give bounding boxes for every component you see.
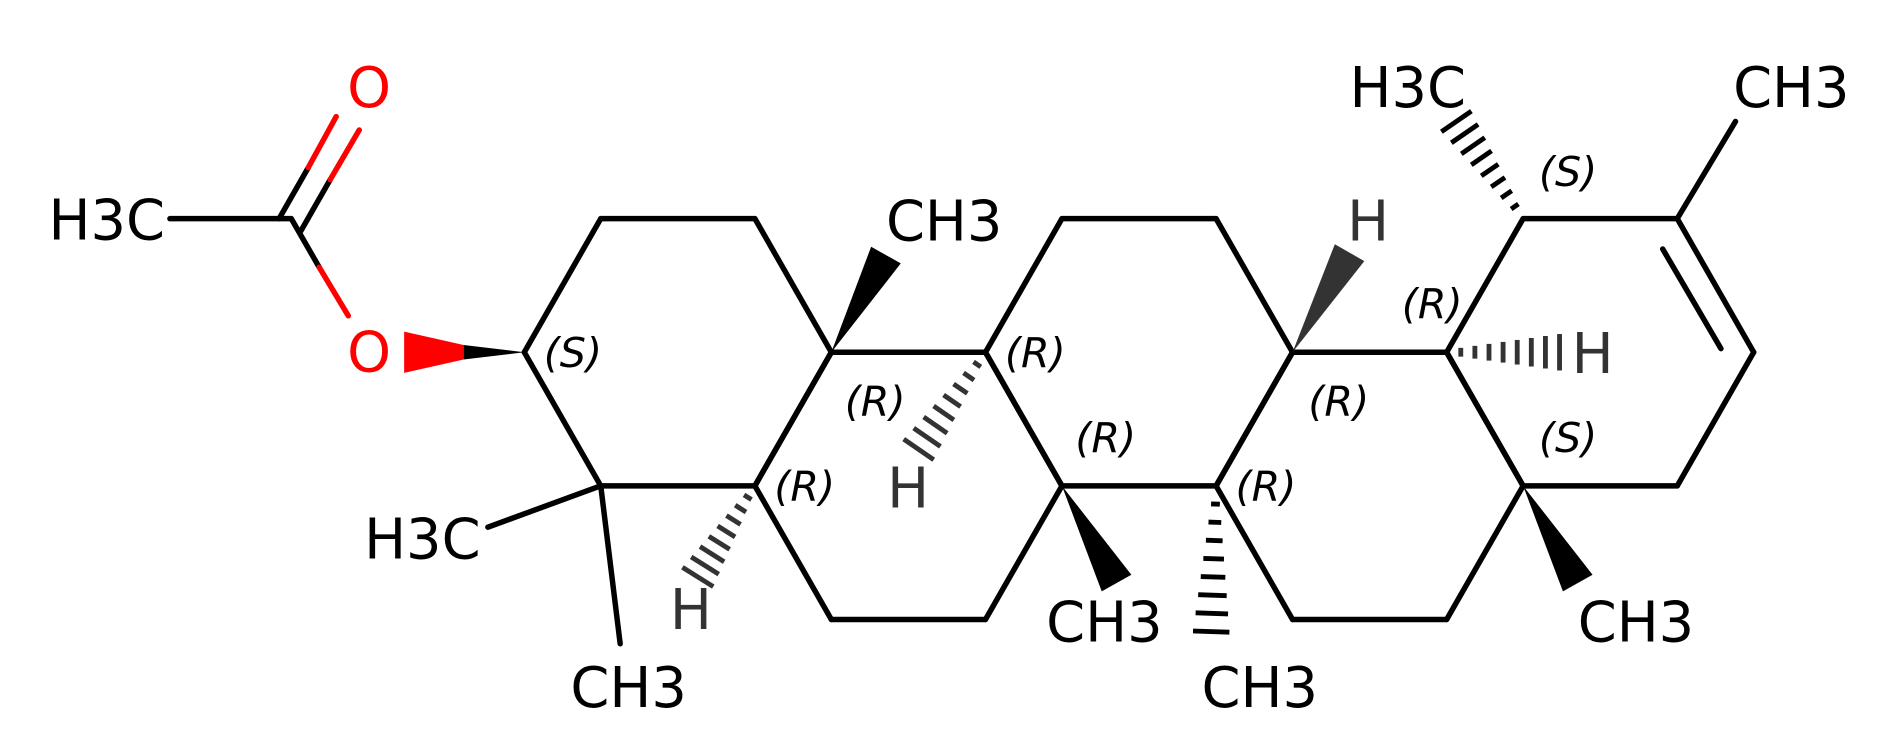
hash-bond-methyl bbox=[1479, 162, 1500, 178]
hash-bond-hydrogen bbox=[742, 492, 753, 502]
stereo-label: (S) bbox=[1539, 148, 1597, 196]
atom-label-hydrogen-c13: H bbox=[1347, 189, 1389, 254]
hash-bond-methyl bbox=[1192, 628, 1230, 635]
ring-2-bond bbox=[982, 483, 1065, 623]
hash-bond-methyl bbox=[1440, 109, 1473, 134]
methyl-bond bbox=[485, 483, 604, 530]
hash-bond-methyl bbox=[1195, 610, 1229, 617]
hash-bond-hydrogen bbox=[698, 544, 726, 564]
atom-label-methyl-c20: CH3 bbox=[1733, 56, 1849, 121]
double-bond-inner-line bbox=[1659, 246, 1724, 352]
stereo-label: (R) bbox=[1235, 462, 1296, 510]
hash-bond-methyl bbox=[1203, 555, 1225, 562]
atom-label-methyl-c8: CH3 bbox=[1046, 590, 1162, 655]
atom-label-hydrogen-c9: H bbox=[887, 457, 929, 522]
ester-bond bbox=[288, 215, 322, 270]
hash-bond-methyl bbox=[1449, 122, 1480, 145]
hash-bond-hydrogen bbox=[932, 404, 956, 422]
atom-label-acetyl-methyl: H3C bbox=[49, 188, 165, 253]
hash-bond-hydrogen bbox=[902, 437, 936, 462]
ring-2-bond bbox=[752, 349, 835, 489]
carbonyl-bond bbox=[276, 164, 311, 222]
stereo-label: (R) bbox=[845, 377, 906, 425]
ring-1-bond bbox=[521, 215, 604, 355]
ring-2-bond bbox=[752, 483, 835, 623]
hash-bond-hydrogen bbox=[952, 381, 969, 396]
atom-label-methyl-c10: CH3 bbox=[886, 189, 1002, 254]
ring-3-bond bbox=[982, 349, 1065, 489]
wedge-bond-ester bbox=[404, 331, 464, 373]
hash-bond-methyl bbox=[1499, 188, 1514, 200]
ring-3-bond bbox=[1213, 215, 1296, 355]
atom-label-ester-oxygen: O bbox=[347, 321, 391, 386]
atom-label-carbonyl-oxygen: O bbox=[347, 56, 391, 121]
ring-5-bond bbox=[1674, 215, 1757, 355]
atom-label-hydrogen-c18: H bbox=[1572, 322, 1614, 387]
stereo-label: (R) bbox=[774, 462, 835, 510]
hash-bond-hydrogen bbox=[725, 513, 742, 527]
methyl-bond bbox=[1674, 118, 1739, 222]
ring-1-bond bbox=[521, 349, 604, 489]
wedge-bond-methyl bbox=[831, 246, 901, 353]
ring-1-bond bbox=[752, 215, 835, 355]
hash-bond-methyl bbox=[1509, 201, 1520, 211]
atom-label-gem-methyl-a: H3C bbox=[364, 508, 480, 573]
wedge-bond-ester bbox=[463, 344, 525, 360]
atom-label-hydrogen-c5: H bbox=[670, 578, 712, 643]
hash-bond-hydrogen bbox=[922, 415, 949, 436]
hash-bond-hydrogen bbox=[707, 534, 731, 552]
wedge-bond-hydrogen bbox=[1292, 244, 1365, 353]
hash-bond-hydrogen bbox=[733, 503, 748, 515]
hash-bond-hydrogen bbox=[681, 565, 715, 589]
ring-5-bond bbox=[1674, 349, 1757, 489]
hash-bond-hydrogen bbox=[716, 523, 737, 539]
hash-bond-methyl bbox=[1489, 175, 1507, 189]
ring-4-bond bbox=[1443, 483, 1526, 623]
hash-bond-methyl bbox=[1200, 574, 1226, 580]
hash-bond-hydrogen bbox=[942, 392, 962, 409]
stereo-label: (R) bbox=[1308, 377, 1369, 425]
ring-3-bond bbox=[982, 215, 1065, 355]
methyl-bond bbox=[598, 483, 623, 647]
carbonyl-bond bbox=[327, 127, 362, 183]
atom-label-gem-methyl-b: CH3 bbox=[570, 656, 686, 721]
ring-4-bond bbox=[1213, 349, 1296, 489]
carbonyl-bond bbox=[305, 113, 339, 171]
hash-bond-methyl bbox=[1459, 135, 1487, 156]
hash-bond-hydrogen bbox=[962, 370, 976, 383]
atom-label-methyl-c14: CH3 bbox=[1202, 656, 1318, 721]
wedge-bond-methyl bbox=[1523, 485, 1593, 592]
atom-label-methyl-c17: CH3 bbox=[1578, 590, 1694, 655]
ring-5-bond bbox=[1443, 215, 1526, 355]
hash-bond-methyl bbox=[1469, 148, 1493, 167]
hash-bond-methyl bbox=[1205, 537, 1223, 544]
carbonyl-bond bbox=[298, 177, 333, 234]
stereo-label: (S) bbox=[544, 329, 602, 377]
wedge-bond-methyl bbox=[1061, 485, 1132, 592]
hash-bond-hydrogen bbox=[972, 359, 983, 369]
ring-4-bond bbox=[1213, 483, 1296, 623]
stereo-label: (R) bbox=[1005, 329, 1066, 377]
hash-bond-hydrogen bbox=[689, 554, 721, 577]
ester-bond bbox=[316, 264, 352, 319]
stereo-label: (R) bbox=[1402, 280, 1463, 328]
atom-label-methyl-c19: H3C bbox=[1350, 56, 1466, 121]
hash-bond-hydrogen bbox=[912, 426, 942, 449]
ring-5-bond bbox=[1443, 349, 1526, 489]
stereo-label: (S) bbox=[1539, 414, 1597, 462]
hash-bond-methyl bbox=[1198, 592, 1227, 599]
stereo-label: (R) bbox=[1075, 414, 1136, 462]
